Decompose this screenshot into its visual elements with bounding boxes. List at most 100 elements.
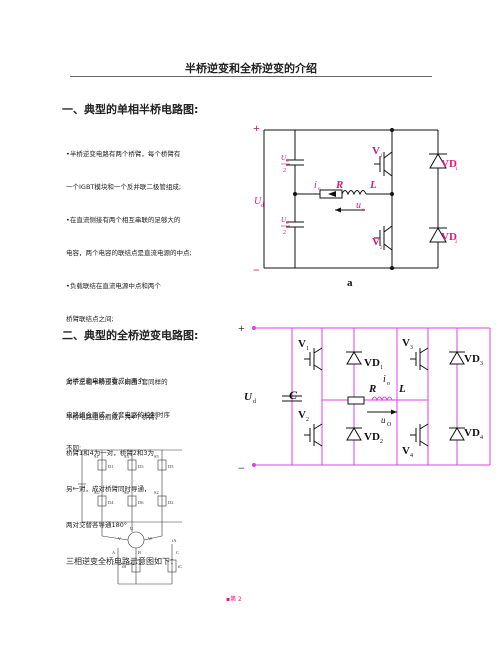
- section1-line: 一个IGBT模块和一个反并联二极管组成;: [66, 183, 182, 191]
- section2-line: 两对交替各导通180°: [66, 521, 128, 529]
- ia-label: iA: [172, 538, 177, 543]
- v3-sub: 3: [410, 345, 413, 351]
- half-top-den: 2: [283, 168, 286, 174]
- section1-line: •半桥逆变电路有两个桥臂，每个桥臂有: [66, 150, 181, 158]
- r-label: R: [368, 383, 376, 395]
- io-label: i: [383, 374, 386, 385]
- minus-label: −: [253, 263, 260, 277]
- diagram-caption: a: [347, 277, 353, 289]
- ic-label: iC: [178, 564, 182, 569]
- uo-label: u: [381, 415, 386, 425]
- section2-line: 半桥电路组合而成，共4个桥臂，: [66, 413, 162, 421]
- e-label: E: [73, 486, 76, 491]
- v3-label: V: [402, 337, 410, 349]
- ud-label: U: [254, 196, 262, 207]
- section1-line: •负载联结在直流电源中点和两个: [66, 282, 161, 290]
- section1-line: 桥臂联结点之间;: [66, 315, 114, 323]
- plus-label: +: [238, 321, 245, 335]
- page-number-text: 第 2: [230, 596, 242, 603]
- vd3-label: VD: [464, 353, 480, 365]
- s4-label: S4: [94, 490, 100, 495]
- vd4-label: VD: [464, 427, 480, 439]
- page-number: ▪第 2: [226, 594, 242, 603]
- l-label: L: [369, 179, 377, 191]
- half-bottom-label: U: [281, 216, 287, 224]
- ud-sub: d: [261, 203, 264, 209]
- w-label: W: [148, 536, 153, 541]
- s2-label: S2: [154, 490, 159, 495]
- vd1-sub: 1: [380, 365, 383, 371]
- s1-label: S1: [94, 454, 99, 459]
- section2-line: 全桥逆变电路可看成由两个: [66, 377, 144, 385]
- v1-label: V: [298, 338, 306, 350]
- half-top-label: U: [281, 154, 287, 162]
- d4-label: D4: [108, 500, 114, 505]
- plus-label: +: [253, 121, 260, 135]
- c-label: C: [289, 388, 298, 402]
- v4-sub: 4: [410, 453, 413, 459]
- ib-label: iB: [122, 564, 126, 569]
- vd2-sub: 2: [380, 439, 383, 445]
- v4-label: V: [402, 445, 410, 457]
- s6-label: S6: [124, 490, 130, 495]
- v1-label: V: [372, 145, 380, 157]
- section1-line: •在直流侧接有两个相互串联的足够大的: [66, 216, 181, 224]
- section1-line: 电容，两个电容的联结点是直流电源的中点;: [66, 249, 192, 257]
- b-label: B: [138, 550, 141, 555]
- v2-sub: 2: [306, 417, 309, 423]
- l-label: L: [398, 383, 406, 395]
- section1-line2: 不同;: [66, 444, 82, 452]
- vd4-sub: 4: [480, 435, 483, 441]
- uo-sub: o: [362, 208, 365, 213]
- vd2-sub: 2: [455, 240, 458, 245]
- d6-label: D6: [138, 500, 144, 505]
- title-divider: [70, 76, 432, 77]
- v-label: V: [118, 536, 122, 541]
- s5-label: S5: [154, 454, 160, 459]
- section1-line2: 电路组合而成，各套电路的控制时序: [66, 411, 170, 419]
- section2-text: 全桥逆变电路可看成由两个 半桥电路组合而成，共4个桥臂， 桥臂1和4为一对，桥臂…: [66, 351, 178, 580]
- c-label: C: [176, 550, 179, 555]
- vd1-label: VD: [364, 357, 380, 369]
- d1-label: D1: [108, 464, 114, 469]
- ud-label: U: [244, 391, 253, 403]
- io-label: i: [314, 180, 317, 191]
- s3-label: S3: [124, 454, 130, 459]
- vd2-label: VD: [364, 431, 380, 443]
- d5-label: D5: [168, 464, 174, 469]
- section1-text: •半桥逆变电路有两个桥臂，每个桥臂有 一个IGBT模块和一个反并联二极管组成; …: [66, 127, 192, 465]
- v2-label: V: [298, 409, 306, 421]
- io-sub: o: [318, 187, 321, 192]
- three-phase-inverter-diagram: E S1 D1 S3 D3 S5 D5 S4 D4 S6 D6 S2 D2 U …: [73, 449, 182, 585]
- ud-sub: d: [253, 399, 256, 405]
- r-label: R: [335, 179, 343, 191]
- a-label: A: [112, 550, 116, 555]
- uo-label: u: [356, 200, 361, 211]
- vd3-sub: 3: [480, 361, 483, 367]
- half-bottom-den: 2: [283, 230, 286, 236]
- full-bridge-diagram: + − U d C V 1 V 2 V 3 V 4 VD 1 VD 2 VD 3…: [238, 321, 491, 470]
- d3-label: D3: [138, 464, 144, 469]
- v1-sub: 1: [380, 154, 383, 159]
- half-bridge-diagram: + − U d U d 2 U d 2 V 1 V 2 VD 1 VD 2 i …: [253, 121, 458, 289]
- half-bottom-sub: d: [286, 221, 289, 226]
- half-top-sub: d: [286, 159, 289, 164]
- u-label: U: [130, 526, 134, 531]
- vd1-label: VD: [441, 158, 457, 170]
- footer-mark: ▪: [226, 596, 231, 603]
- uo-sub: O: [387, 422, 392, 428]
- section2-line: 桥臂1和4为一对，桥臂2和3为: [66, 449, 155, 457]
- vd1-sub: 1: [455, 167, 458, 172]
- io-sub: o: [387, 381, 390, 387]
- section2-heading: 二、典型的全桥逆变电路图:: [62, 329, 199, 342]
- v2-sub: 2: [380, 246, 383, 251]
- d2-label: D2: [168, 500, 174, 505]
- vd2-label: VD: [441, 231, 457, 243]
- section1-heading: 一、典型的单相半桥电路图:: [62, 103, 199, 116]
- v2-label: V: [372, 236, 380, 248]
- three-phase-caption: 三相逆变全桥电路示意图如下：: [66, 557, 178, 566]
- section1-line2: 对于三相半桥逆变，则由3套同样的: [66, 378, 168, 386]
- section2-line: 另一对，成对桥臂同时导通，: [66, 485, 151, 493]
- v1-sub: 1: [306, 346, 309, 352]
- page-title: 半桥逆变和全桥逆变的介绍: [185, 62, 317, 75]
